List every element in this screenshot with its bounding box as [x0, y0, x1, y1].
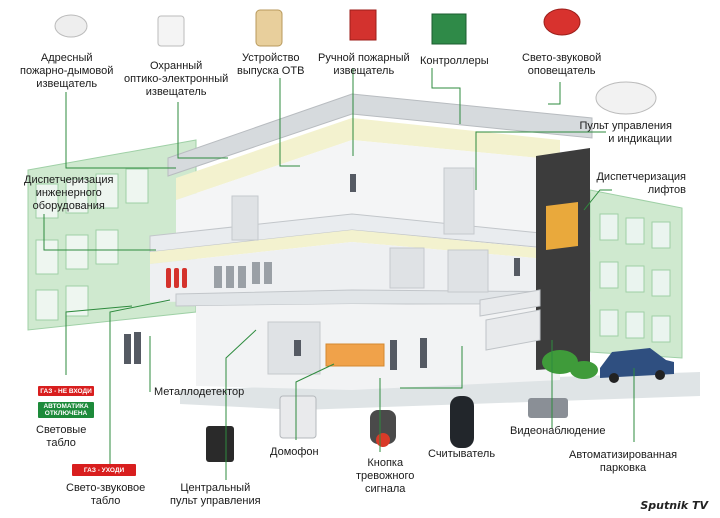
elevator-car — [546, 202, 578, 250]
roof-slab — [167, 93, 593, 177]
bushes — [542, 350, 598, 379]
label-controllers: Контроллеры — [420, 55, 489, 67]
right-wing-windows — [599, 213, 671, 343]
server-racks — [214, 262, 272, 288]
label-manual-fire-detector: Ручной пожарный извещатель — [318, 52, 410, 77]
label-control-indication-panel: Пульт управления и индикации — [579, 120, 672, 145]
label-light-sound-alert: Свето-звуковой оповещатель — [522, 52, 602, 77]
label-reader: Считыватель — [428, 448, 496, 460]
upper-ceiling — [176, 118, 560, 200]
staircase — [479, 289, 541, 351]
device-icons — [54, 8, 657, 462]
label-intercom: Домофон — [270, 446, 319, 458]
middle-ceiling — [150, 230, 580, 264]
label-engineering-dispatch: Диспетчеризация инженерного оборудования — [24, 174, 114, 212]
sign-gas-no-entry: ГАЗ - НЕ ВХОДИ — [38, 386, 94, 396]
gas-cylinders — [166, 268, 187, 288]
label-address-smoke-detector: Адресный пожарно-дымовой извещатель — [20, 52, 114, 90]
sign-gas-leave: ГАЗ - УХОДИ — [72, 464, 136, 476]
left-wing-windows — [35, 168, 149, 321]
label-alarm-button: Кнопка тревожного сигнала — [356, 457, 415, 495]
stair-core — [536, 148, 590, 370]
label-optic-security-detector: Охранный оптико-электронный извещатель — [124, 60, 229, 98]
reception-desk — [325, 343, 385, 367]
label-light-boards: Световые табло — [36, 424, 87, 449]
label-automated-parking: Автоматизированная парковка — [569, 449, 678, 474]
label-video-surveillance: Видеонаблюдение — [510, 425, 606, 437]
sign-automation-off: АВТОМАТИКА ОТКЛЮЧЕНА — [38, 402, 94, 418]
label-central-control-panel: Центральный пульт управления — [170, 482, 261, 507]
leader-lines — [43, 68, 635, 480]
label-extinguisher-release-device: Устройство выпуска ОТВ — [237, 52, 305, 77]
label-metal-detector: Металлодетектор — [154, 386, 245, 398]
people — [124, 174, 520, 370]
watermark: Sputnik TV — [640, 499, 708, 512]
car — [600, 348, 674, 383]
label-light-sound-board: Свето-звуковое табло — [66, 482, 146, 507]
label-lift-dispatch: Диспетчеризация лифтов — [596, 171, 686, 196]
